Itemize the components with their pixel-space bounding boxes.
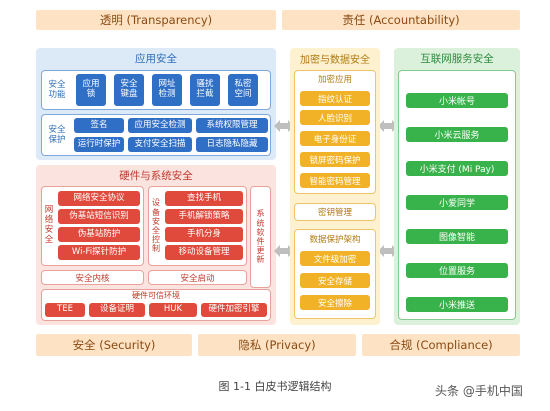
- compliance-band: 合规 (Compliance): [362, 334, 520, 356]
- xiaoai-button[interactable]: 小爱同学: [406, 195, 508, 210]
- runtime-protection-button[interactable]: 运行时保护: [74, 137, 124, 152]
- fake-bts-sms-button[interactable]: 伪基站短信识别: [58, 209, 140, 224]
- accountability-label: 责任 (Accountability): [342, 13, 460, 27]
- figure-caption: 图 1-1 白皮书逻辑结构: [218, 380, 332, 393]
- watermark: 头条 @手机中国: [435, 384, 523, 398]
- file-encryption-button[interactable]: 文件级加密: [300, 251, 370, 266]
- crypto-title: 加密与数据安全: [300, 54, 370, 66]
- payment-scan-button[interactable]: 支付安全扫描: [128, 137, 192, 152]
- app-lock-button[interactable]: 应用 锁: [76, 74, 106, 106]
- device-attest-button[interactable]: 设备证明: [89, 303, 145, 317]
- network-protocol-button[interactable]: 网络安全协议: [58, 191, 140, 206]
- network-security-label: 网 络 安 全: [44, 205, 54, 245]
- secure-erase-button[interactable]: 安全擦除: [300, 295, 370, 310]
- lockscreen-password-button[interactable]: 锁屏密码保护: [300, 152, 370, 167]
- harassment-block-button[interactable]: 骚扰 拦截: [190, 74, 220, 106]
- fake-bts-protect-button[interactable]: 伪基站防护: [58, 227, 140, 242]
- mdm-button[interactable]: 移动设备管理: [165, 245, 243, 260]
- double-arrow-icon: [274, 120, 294, 132]
- wifi-probe-button[interactable]: Wi-Fi探针防护: [58, 245, 140, 260]
- hw-sys-title: 硬件与系统安全: [119, 169, 193, 182]
- transparency-label: 透明 (Transparency): [99, 13, 213, 27]
- hw-crypto-engine-button[interactable]: 硬件加密引擎: [201, 303, 267, 317]
- internet-title: 互联网服务安全: [420, 52, 494, 65]
- system-permission-button[interactable]: 系统权限管理: [196, 118, 268, 133]
- eid-button[interactable]: 电子身份证: [300, 131, 370, 146]
- compliance-label: 合规 (Compliance): [389, 338, 493, 352]
- app-security-check-button[interactable]: 应用安全检测: [128, 118, 192, 133]
- location-service-button[interactable]: 位置服务: [406, 263, 508, 278]
- security-functions-label: 安全 功能: [48, 79, 66, 100]
- private-space-button[interactable]: 私密 空间: [228, 74, 258, 106]
- url-check-button[interactable]: 网址 检测: [152, 74, 182, 106]
- mi-push-button[interactable]: 小米推送: [406, 297, 508, 312]
- secure-keyboard-button[interactable]: 安全 键盘: [114, 74, 144, 106]
- secure-kernel: 安全内核: [41, 270, 144, 285]
- fingerprint-auth-button[interactable]: 指纹认证: [300, 91, 370, 106]
- app-security-title: 应用安全: [135, 52, 177, 65]
- device-control-label: 设 备 安 全 控 制: [152, 198, 160, 254]
- security-label: 安全 (Security): [72, 338, 156, 352]
- privacy-band: 隐私 (Privacy): [198, 334, 356, 356]
- smart-password-button[interactable]: 智能密码管理: [300, 173, 370, 188]
- tee-button[interactable]: TEE: [45, 303, 85, 317]
- double-arrow-icon: [378, 120, 398, 132]
- privacy-label: 隐私 (Privacy): [238, 338, 316, 352]
- security-band: 安全 (Security): [36, 334, 192, 356]
- signature-button[interactable]: 签名: [74, 118, 124, 133]
- key-management: 密钥管理: [294, 203, 376, 221]
- face-recognition-button[interactable]: 人脸识别: [300, 110, 370, 125]
- security-protect-label: 安全 保护: [48, 124, 66, 145]
- huk-button[interactable]: HUK: [149, 303, 197, 317]
- double-arrow-icon: [274, 245, 294, 257]
- secure-boot: 安全启动: [148, 270, 247, 285]
- find-phone-button[interactable]: 查找手机: [165, 191, 243, 206]
- crypto-app-title: 加密应用: [317, 75, 352, 85]
- mi-account-button[interactable]: 小米帐号: [406, 93, 508, 108]
- trusted-env-title: 硬件可信环境: [132, 291, 180, 300]
- secure-storage-button[interactable]: 安全存储: [300, 273, 370, 288]
- log-privacy-button[interactable]: 日志隐私隐藏: [196, 137, 268, 152]
- system-update-label: 系 统 软 件 更 新: [256, 209, 265, 265]
- data-protect-title: 数据保护架构: [309, 235, 361, 245]
- system-update-frame: [250, 186, 271, 288]
- double-arrow-icon: [378, 245, 398, 257]
- mi-pay-button[interactable]: 小米支付 (Mi Pay): [406, 161, 508, 176]
- unlock-policy-button[interactable]: 手机解锁策略: [165, 209, 243, 224]
- transparency-band: 透明 (Transparency): [36, 10, 276, 30]
- second-space-button[interactable]: 手机分身: [165, 227, 243, 242]
- image-ai-button[interactable]: 图像智能: [406, 229, 508, 244]
- accountability-band: 责任 (Accountability): [282, 10, 520, 30]
- mi-cloud-button[interactable]: 小米云服务: [406, 127, 508, 142]
